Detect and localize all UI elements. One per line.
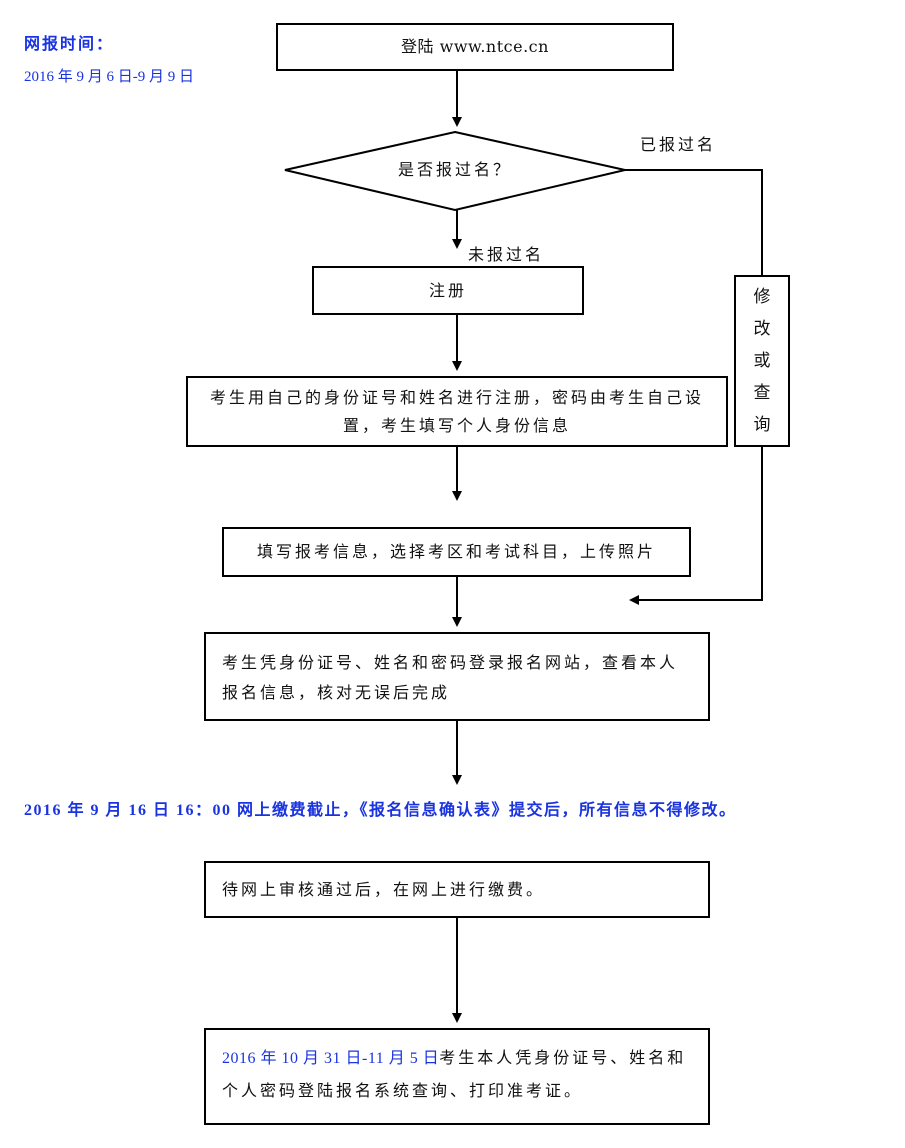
no-branch-label: 未报过名: [468, 245, 545, 264]
registration-period-title: 网报时间：: [24, 36, 115, 53]
line-yes-branch: [625, 169, 763, 276]
step-register-detail-text: 考生用自己的身份证号和姓名进行注册，密码由考生自己设置，考生填写个人身份信息: [209, 387, 704, 435]
step-register-box: 注册: [312, 266, 584, 315]
decision-text: 是否报过名？: [397, 160, 512, 179]
step-payment-box: 待网上审核通过后，在网上进行缴费。: [204, 861, 710, 918]
yes-branch-label: 已报过名: [640, 135, 717, 154]
step-login-box: 登陆 www.ntce.cn: [276, 23, 674, 71]
step-register-detail-box: 考生用自己的身份证号和姓名进行注册，密码由考生自己设置，考生填写个人身份信息: [186, 376, 728, 447]
payment-deadline-note: 2016 年 9 月 16 日 16：00 网上缴费截止，《报名信息确认表》提交…: [24, 802, 737, 819]
step-fill-info-box: 填写报考信息，选择考区和考试科目，上传照片: [222, 527, 691, 577]
modify-or-query-box: 修 改 或 查 询: [734, 275, 790, 447]
step-confirm-box: 考生凭身份证号、姓名和密码登录报名网站，查看本人报名信息，核对无误后完成: [204, 632, 710, 721]
step-print-ticket-box: 2016 年 10 月 31 日-11 月 5 日考生本人凭身份证号、姓名和个人…: [204, 1028, 710, 1125]
print-ticket-dates: 2016 年 10 月 31 日-11 月 5 日: [222, 1050, 440, 1067]
step-payment-text: 待网上审核通过后，在网上进行缴费。: [222, 880, 546, 899]
line-modify-return: [629, 446, 763, 605]
print-ticket-text: 考生本人凭身份证号、姓名和个人密码登陆报名系统查询、打印准考证。: [222, 1048, 687, 1100]
step-fill-info-text: 填写报考信息，选择考区和考试科目，上传照片: [256, 542, 656, 561]
modify-char: 或: [753, 351, 771, 371]
modify-char: 查: [753, 383, 771, 403]
modify-char: 修: [753, 287, 771, 307]
decision-diamond: [284, 130, 626, 212]
step-login-text: 登陆 www.ntce.cn: [401, 37, 549, 56]
step-confirm-text: 考生凭身份证号、姓名和密码登录报名网站，查看本人报名信息，核对无误后完成: [222, 653, 679, 702]
modify-char: 询: [753, 415, 771, 435]
registration-period-dates: 2016 年 9 月 6 日-9 月 9 日: [24, 69, 194, 85]
modify-char: 改: [753, 319, 771, 339]
step-register-text: 注册: [428, 280, 467, 300]
